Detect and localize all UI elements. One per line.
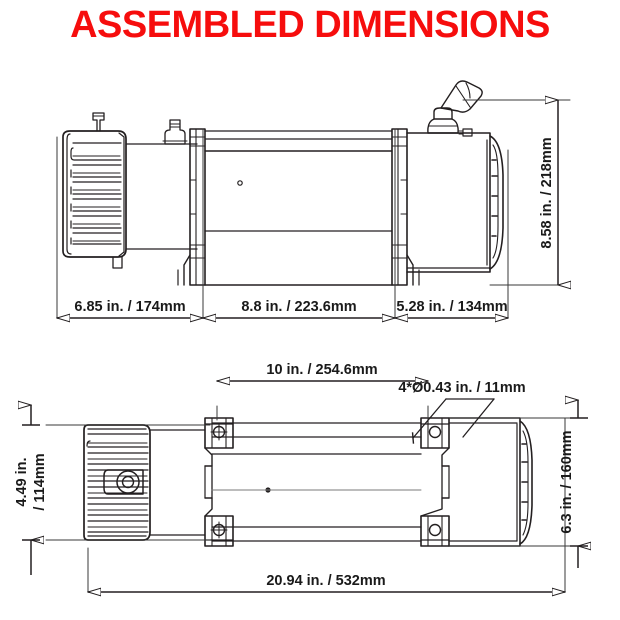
dim-hole-callout: 4*Ø0.43 in. / 11mm bbox=[398, 380, 525, 396]
dim-body-width: 6.3 in. / 160mm bbox=[559, 400, 588, 568]
side-view-geometry bbox=[62, 80, 504, 286]
top-view-extension-lines bbox=[45, 405, 579, 593]
top-view-geometry bbox=[83, 417, 533, 547]
hole-callout-leader bbox=[411, 398, 495, 444]
dim-drum-length: 8.8 in. / 223.6mm bbox=[203, 299, 395, 318]
dim-motor-length: 6.85 in. / 174mm bbox=[57, 299, 203, 318]
dim-gearbox-length-label: 5.28 in. / 134mm bbox=[396, 299, 507, 315]
dim-mount-hole-spacing-label: 10 in. / 254.6mm bbox=[266, 362, 377, 378]
dim-motor-length-label: 6.85 in. / 174mm bbox=[74, 299, 185, 315]
dim-motor-width: 4.49 in. / 114mm bbox=[14, 405, 48, 575]
dim-mount-hole-spacing: 10 in. / 254.6mm bbox=[217, 362, 428, 381]
side-view-extension-lines bbox=[56, 99, 571, 319]
dim-body-width-label: 6.3 in. / 160mm bbox=[559, 430, 575, 533]
side-view-dimensions: 6.85 in. / 174mm 8.8 in. / 223.6mm 5.28 … bbox=[57, 100, 558, 318]
dim-gearbox-length: 5.28 in. / 134mm bbox=[395, 299, 508, 318]
page-title: ASSEMBLED DIMENSIONS bbox=[70, 4, 550, 46]
dim-overall-height-label: 8.58 in. / 218mm bbox=[539, 137, 555, 248]
dim-overall-length-label: 20.94 in. / 532mm bbox=[266, 573, 385, 589]
dim-motor-width-mm-label: / 114mm bbox=[32, 453, 48, 510]
dim-drum-length-label: 8.8 in. / 223.6mm bbox=[241, 299, 356, 315]
dim-overall-length: 20.94 in. / 532mm bbox=[88, 573, 565, 592]
top-view-dimensions: 10 in. / 254.6mm 4*Ø0.43 in. / 11mm 4.49… bbox=[14, 362, 588, 592]
dim-overall-height: 8.58 in. / 218mm bbox=[539, 100, 558, 285]
dim-hole-callout-label: 4*Ø0.43 in. / 11mm bbox=[398, 380, 525, 396]
dim-motor-width-label: 4.49 in. bbox=[14, 457, 30, 506]
